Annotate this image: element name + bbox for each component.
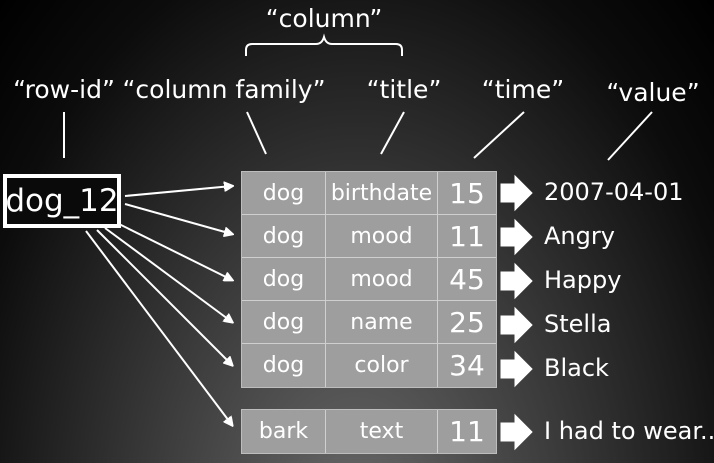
family-cell: dog [242, 344, 326, 387]
cell-value: I had to wear... [544, 417, 714, 445]
family-cell: dog [242, 215, 326, 258]
cell-value: Black [544, 354, 609, 382]
qualifier-cell: birthdate [326, 172, 438, 215]
cell-value: Stella [544, 310, 612, 338]
column-family-pointer [246, 111, 267, 155]
value-arrow-4 [500, 306, 533, 344]
qualifier-cell: color [326, 344, 438, 387]
column-label: “column” [265, 4, 383, 33]
qualifier-cell: mood [326, 258, 438, 301]
value-arrow-1 [500, 174, 533, 212]
row-arrow-4 [104, 227, 232, 322]
value-pointer [607, 111, 653, 161]
cell-value: 2007-04-01 [544, 178, 684, 206]
qualifier-cell: name [326, 301, 438, 344]
time-label: “time” [481, 75, 565, 104]
value-arrow-2 [500, 218, 533, 256]
column-family-label: “column family” [122, 75, 326, 104]
row-arrow-3 [114, 221, 232, 280]
row-arrow-6 [85, 230, 232, 425]
time-pointer [473, 111, 525, 159]
timestamp-cell: 15 [438, 172, 496, 215]
cells-table: dog birthdate 15 dog mood 11 dog mood 45… [241, 171, 497, 388]
family-cell: bark [242, 410, 326, 453]
row-arrow-5 [96, 229, 232, 365]
timestamp-cell: 45 [438, 258, 496, 301]
column-brace [245, 33, 403, 56]
row-id-label: “row-id” [13, 75, 115, 104]
family-cell: dog [242, 172, 326, 215]
timestamp-cell: 11 [438, 215, 496, 258]
title-label: “title” [366, 75, 442, 104]
cell-value: Angry [544, 222, 615, 250]
cell-value: Happy [544, 266, 622, 294]
row-key: dog_12 [5, 183, 119, 219]
timestamp-cell: 34 [449, 349, 485, 382]
row-arrow-1 [124, 186, 232, 197]
row-key-box: dog_12 [3, 174, 121, 228]
qualifier-cell: mood [326, 215, 438, 258]
timestamp-cell: 11 [449, 415, 485, 448]
row-arrow-2 [124, 203, 232, 234]
timestamp-cell: 25 [438, 301, 496, 344]
family-cell: dog [242, 301, 326, 344]
value-arrow-6 [500, 413, 533, 451]
qualifier-cell: text [326, 410, 438, 453]
title-pointer [380, 111, 405, 155]
bark-table: bark text 11 [241, 409, 497, 454]
value-arrow-3 [500, 262, 533, 300]
value-arrow-5 [500, 350, 533, 388]
value-label: “value” [606, 78, 700, 107]
family-cell: dog [242, 258, 326, 301]
